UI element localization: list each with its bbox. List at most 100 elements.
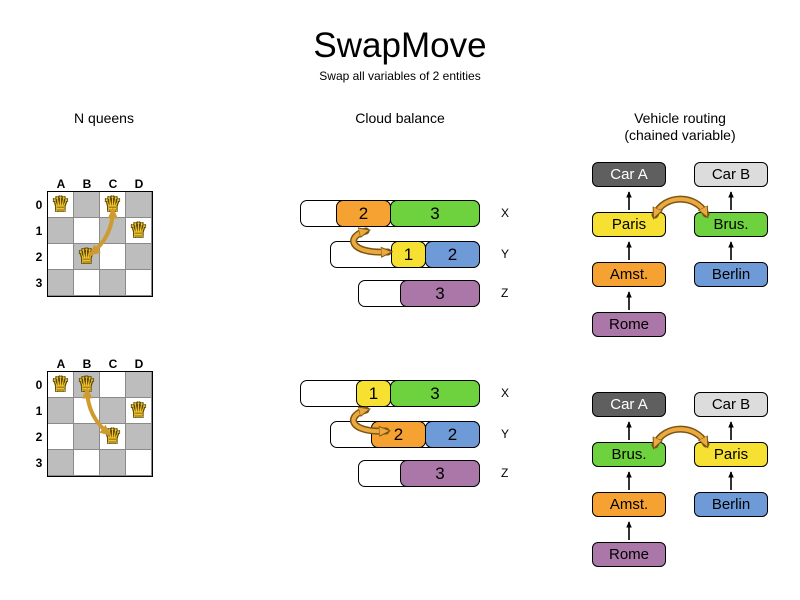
board-row-label: 2: [35, 430, 43, 444]
board-cell: ♛: [74, 244, 100, 270]
cloud-bar-z: 3: [358, 280, 480, 307]
board-cell: ♛: [48, 192, 74, 218]
board-col-label: A: [56, 357, 66, 371]
board-row-label: 2: [35, 250, 43, 264]
board-cell: [126, 270, 152, 296]
board-col-label: B: [82, 177, 92, 191]
board-cell: [100, 398, 126, 424]
queen-icon: ♛: [103, 425, 122, 448]
cloud-segment-orange: 2: [371, 421, 426, 448]
vehicle-stop-berlin: Berlin: [694, 262, 768, 287]
board-cell: [74, 398, 100, 424]
board-cell: [48, 270, 74, 296]
board-cell: ♛: [126, 398, 152, 424]
board-row-label: 0: [35, 378, 43, 392]
board-cell: [126, 192, 152, 218]
cloud-row-label: X: [501, 206, 510, 220]
vehicle-stop-amst: Amst.: [592, 492, 666, 517]
board-row-label: 1: [35, 224, 43, 238]
board-cell: [48, 398, 74, 424]
cloud-segment-yellow: 1: [356, 380, 391, 407]
cloud-segment-orange: 2: [336, 200, 391, 227]
board-cell: [100, 218, 126, 244]
vehicle-anchor-car-b: Car B: [694, 392, 768, 417]
board-cell: [74, 270, 100, 296]
cloud-segment-purple: 3: [400, 280, 480, 307]
board-col-label: C: [108, 177, 118, 191]
queen-icon: ♛: [103, 193, 122, 216]
queen-icon: ♛: [51, 373, 70, 396]
vehicle-stop-amst: Amst.: [592, 262, 666, 287]
vehicle-header: Vehicle routing: [634, 110, 726, 126]
board-cell: [74, 450, 100, 476]
cloud-segment-purple: 3: [400, 460, 480, 487]
board-corner: [30, 356, 48, 372]
board-cell: [74, 424, 100, 450]
cloud-segment-blue: 2: [425, 421, 480, 448]
board-col-label: A: [56, 177, 66, 191]
vehicle-stop-berlin: Berlin: [694, 492, 768, 517]
vehicle-stop-paris: Paris: [592, 212, 666, 237]
page-subtitle: Swap all variables of 2 entities: [319, 69, 481, 83]
board-row-label: 0: [35, 198, 43, 212]
board-cell: [48, 424, 74, 450]
board-cell: [48, 244, 74, 270]
board-cell: [126, 372, 152, 398]
cloud-header: Cloud balance: [355, 110, 445, 126]
board-col-label: D: [134, 357, 144, 371]
vehicle-stop-rome: Rome: [592, 542, 666, 567]
cloud-row-label: Z: [501, 286, 509, 300]
board-row-label: 3: [35, 456, 43, 470]
board-cell: [74, 218, 100, 244]
cloud-segment-blue: 2: [425, 241, 480, 268]
queen-icon: ♛: [129, 399, 148, 422]
vehicle-anchor-car-a: Car A: [592, 162, 666, 187]
page-title: SwapMove: [313, 26, 487, 65]
vehicle-stop-brus: Brus.: [592, 442, 666, 467]
cloud-segment-yellow: 1: [391, 241, 426, 268]
vehicle-subheader: (chained variable): [624, 127, 736, 143]
cloud-row-label: Y: [501, 427, 510, 441]
board-cell: [100, 270, 126, 296]
board-cell: [48, 450, 74, 476]
board-cell: [126, 244, 152, 270]
cloud-bar-z: 3: [358, 460, 480, 487]
cloud-row-label: Y: [501, 247, 510, 261]
board-col-label: D: [134, 177, 144, 191]
board-cell: [48, 218, 74, 244]
board-cell: ♛: [126, 218, 152, 244]
queen-icon: ♛: [51, 193, 70, 216]
board-cell: [100, 372, 126, 398]
cloud-row-label: X: [501, 386, 510, 400]
vehicle-stop-brus: Brus.: [694, 212, 768, 237]
cloud-segment-green: 3: [390, 200, 480, 227]
board-cell: [74, 192, 100, 218]
nqueens-header: N queens: [74, 110, 134, 126]
board-cell: [126, 450, 152, 476]
board-corner: [30, 176, 48, 192]
board-row-label: 3: [35, 276, 43, 290]
vehicle-anchor-car-b: Car B: [694, 162, 768, 187]
board-cell: [100, 244, 126, 270]
board-cell: ♛: [48, 372, 74, 398]
board-cell: ♛: [100, 192, 126, 218]
board-col-label: B: [82, 357, 92, 371]
board-cell: ♛: [100, 424, 126, 450]
cloud-segment-green: 3: [390, 380, 480, 407]
queen-icon: ♛: [77, 373, 96, 396]
board-cell: [126, 424, 152, 450]
board-cell: [100, 450, 126, 476]
vehicle-stop-rome: Rome: [592, 312, 666, 337]
